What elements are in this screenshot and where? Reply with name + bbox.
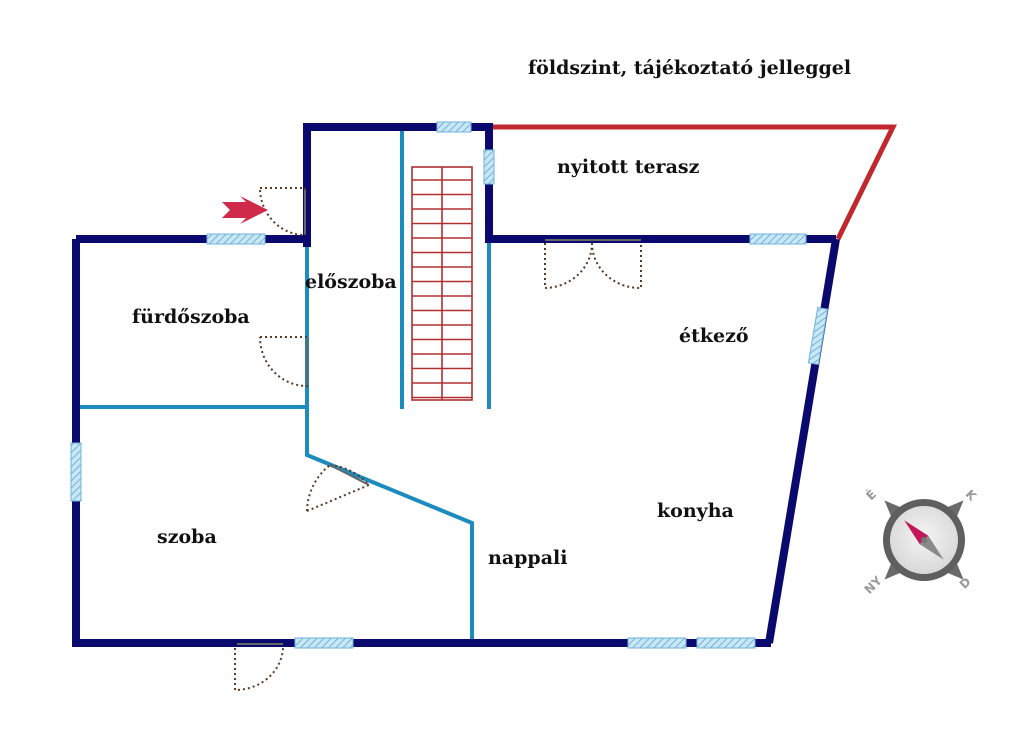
window: [70, 442, 82, 502]
window: [627, 637, 687, 649]
compass-north-label: É: [863, 487, 879, 503]
entrance-door: [259, 187, 306, 237]
door-leaves: [237, 190, 641, 645]
room-label-room: szoba: [157, 526, 217, 548]
window: [436, 121, 472, 133]
doors: [234, 187, 642, 692]
bathroom-door: [259, 336, 308, 388]
room-label-hall: előszoba: [305, 271, 397, 293]
room-label-bathroom: fürdőszoba: [132, 306, 250, 328]
window: [294, 637, 354, 649]
staircase: [411, 166, 473, 401]
entrance-arrow-icon: [222, 196, 268, 224]
exterior-door: [234, 647, 284, 692]
window: [696, 637, 756, 649]
room-label-kitchen: konyha: [657, 500, 734, 522]
window: [749, 233, 807, 245]
room-label-terrace: nyitott terasz: [557, 156, 700, 178]
compass-needle-icon: [904, 520, 944, 560]
compass-east-label: K: [963, 487, 980, 504]
window: [807, 306, 829, 366]
terrace-double-door: [544, 242, 642, 290]
room-label-dining: étkező: [679, 325, 749, 347]
room-label-living: nappali: [488, 547, 567, 569]
window: [206, 233, 266, 245]
windows: [70, 121, 829, 649]
window: [483, 149, 495, 185]
terrace-outline: [489, 124, 898, 241]
room-door: [306, 464, 371, 512]
outer-walls: [72, 123, 840, 647]
plan-title: földszint, tájékoztató jelleggel: [528, 57, 851, 79]
compass: É K D NY: [862, 487, 980, 597]
inner-walls: [80, 131, 491, 639]
compass-west-label: NY: [862, 573, 885, 596]
